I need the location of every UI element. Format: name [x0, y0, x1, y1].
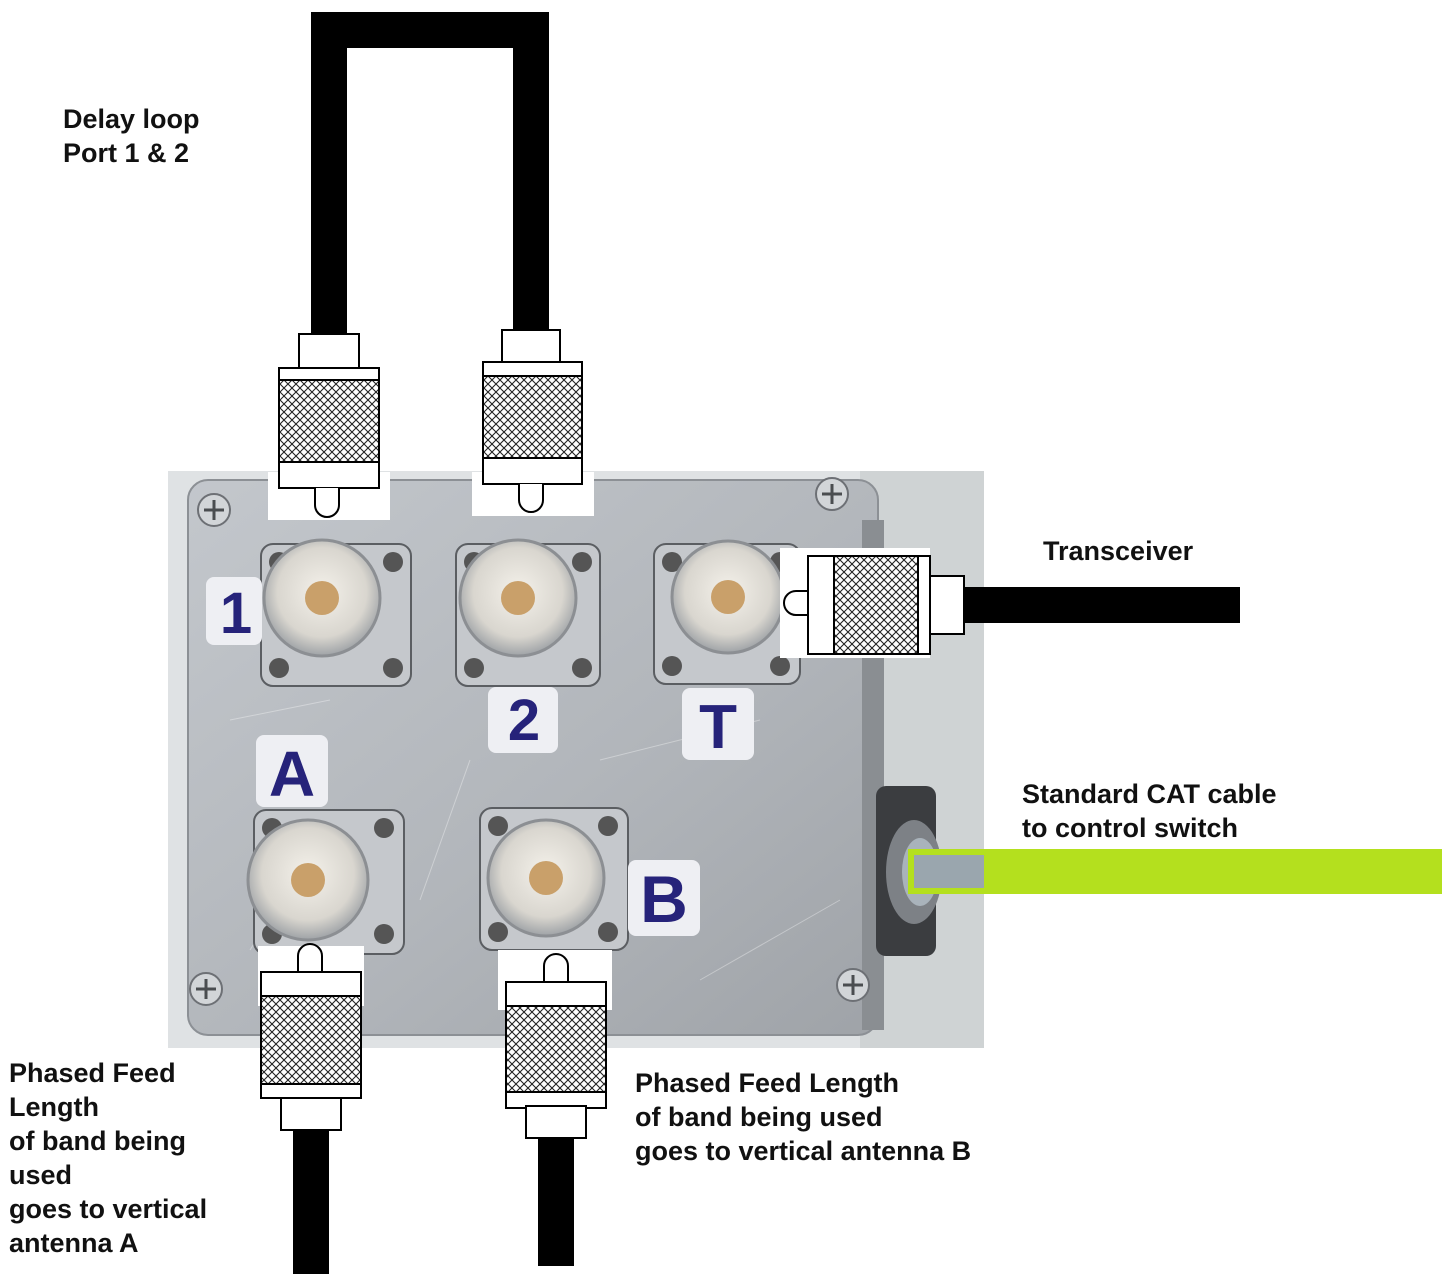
- tag-port-1: 1: [206, 577, 262, 646]
- plug-port-2: [472, 329, 594, 516]
- feed-a-label: Phased Feed Length of band being used go…: [9, 1056, 207, 1260]
- delay-loop-label-line: Delay loop: [63, 104, 200, 134]
- plug-port-a: [258, 943, 364, 1131]
- socket-port-2: [455, 538, 601, 687]
- socket-port-1: [260, 538, 412, 687]
- feed-b-label-line: of band being used: [635, 1102, 883, 1132]
- feed-b-label-line: goes to vertical antenna B: [635, 1136, 972, 1166]
- socket-port-b: [479, 807, 629, 951]
- plug-port-b: [498, 950, 612, 1139]
- corner-screw-icon: [836, 968, 870, 1002]
- tag-port-b: B: [628, 860, 700, 936]
- transceiver-label-line: Transceiver: [1043, 536, 1194, 566]
- tag-port-a: A: [256, 735, 328, 810]
- corner-screw-icon: [197, 493, 231, 527]
- socket-port-t: [653, 539, 801, 685]
- corner-screw-icon: [189, 972, 223, 1006]
- plug-port-1: [268, 333, 390, 520]
- delay-loop-cable: [311, 12, 549, 334]
- feed-a-label-line: Length: [9, 1092, 99, 1122]
- cat-cable-label-line: to control switch: [1022, 813, 1238, 843]
- feed-a-label-line: goes to vertical: [9, 1194, 208, 1224]
- tag-port-2: 2: [488, 687, 558, 753]
- corner-screw-icon: [815, 477, 849, 511]
- cat-cable-label-line: Standard CAT cable: [1022, 779, 1277, 809]
- tag-port-a-text: A: [269, 738, 315, 810]
- feed-cable-b: [538, 1138, 574, 1266]
- transceiver-cable: [962, 587, 1240, 623]
- delay-loop-label-line: Port 1 & 2: [63, 138, 190, 168]
- tag-port-1-text: 1: [220, 581, 252, 646]
- transceiver-label: Transceiver: [1043, 534, 1193, 568]
- cat-cable-label: Standard CAT cable to control switch: [1022, 777, 1277, 845]
- delay-loop-label: Delay loop Port 1 & 2: [63, 102, 200, 170]
- tag-port-t-text: T: [699, 693, 737, 762]
- feed-b-label-line: Phased Feed Length: [635, 1068, 900, 1098]
- tag-port-t: T: [682, 688, 754, 762]
- feed-a-label-line: used: [9, 1160, 73, 1190]
- feed-a-label-line: antenna A: [9, 1228, 139, 1258]
- cat-cable: [908, 849, 1442, 894]
- feed-a-label-line: of band being: [9, 1126, 186, 1156]
- socket-port-a: [246, 809, 405, 955]
- feed-cable-a: [293, 1128, 329, 1274]
- plug-port-t: [780, 548, 965, 658]
- tag-port-b-text: B: [640, 862, 688, 936]
- tag-port-2-text: 2: [508, 688, 540, 753]
- feed-a-label-line: Phased Feed: [9, 1058, 176, 1088]
- feed-b-label: Phased Feed Length of band being used go…: [635, 1066, 971, 1168]
